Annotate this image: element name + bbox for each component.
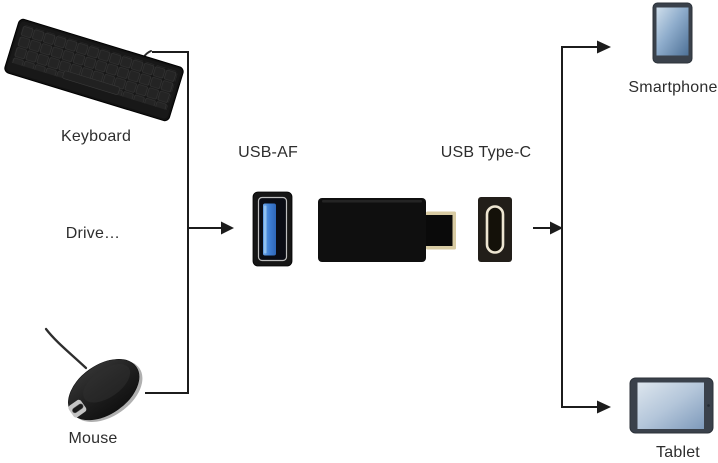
- usb-c-port-opening: [485, 205, 505, 254]
- connector-left-spine: [145, 51, 189, 394]
- connector-left: [145, 51, 222, 394]
- mouse-cable: [44, 327, 88, 370]
- smartphone-label: Smartphone: [628, 79, 718, 96]
- arrow-to-adapter-head: [221, 221, 234, 235]
- keyboard-label: Keyboard: [60, 128, 132, 145]
- connector-right: [533, 46, 598, 408]
- usb-type-c-label: USB Type-C: [440, 144, 532, 161]
- mouse-label: Mouse: [68, 430, 118, 447]
- arrow-to-smartphone-head: [597, 40, 611, 54]
- usb-af-label: USB-AF: [238, 144, 298, 161]
- connector-right-spine: [561, 46, 598, 408]
- drive-label: Drive…: [65, 225, 121, 242]
- smartphone-screen: [656, 7, 689, 56]
- arrow-from-usbc-head: [550, 221, 563, 235]
- tablet-screen: [637, 382, 704, 429]
- arrow-to-tablet-head: [597, 400, 611, 414]
- mouse-image: [68, 359, 143, 422]
- keyboard-spacebar: [62, 70, 120, 95]
- tablet-image: [629, 377, 714, 434]
- usb-c-port-image: [478, 197, 512, 262]
- tablet-camera-dot: [707, 404, 710, 407]
- tablet-label: Tablet: [656, 444, 700, 461]
- adapter-image: [318, 198, 456, 262]
- mouse-scroll-wheel: [72, 403, 84, 414]
- keyboard-image: [4, 18, 184, 122]
- usb-af-socket-image: [252, 191, 293, 267]
- keyboard-keys: [11, 24, 179, 110]
- smartphone-image: [652, 2, 693, 64]
